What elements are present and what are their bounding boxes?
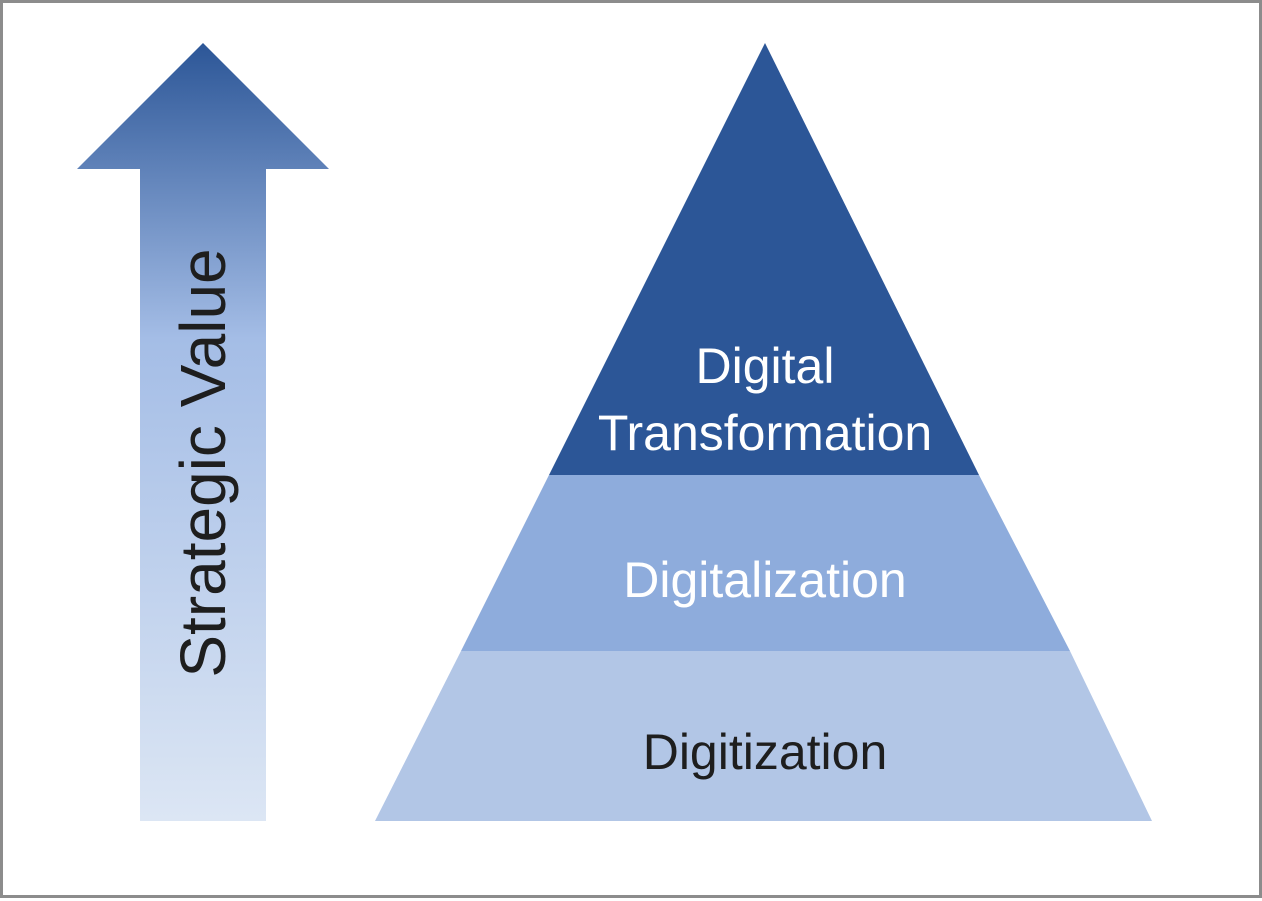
tier-label-digitalization: Digitalization — [623, 552, 906, 608]
pyramid-tier-digitalization — [461, 475, 1070, 651]
strategic-value-arrow — [77, 43, 329, 821]
tier-label-digitization: Digitization — [643, 724, 888, 780]
pyramid-tier-digitization — [375, 651, 1152, 821]
tier-label-transformation: Transformation — [598, 405, 932, 461]
pyramid-tier-digital-transformation — [549, 43, 979, 475]
tier-label-digital: Digital — [696, 338, 835, 394]
strategic-value-label: Strategic Value — [167, 248, 239, 677]
diagram-canvas: Strategic Value Digital Transformation D… — [77, 43, 1152, 821]
